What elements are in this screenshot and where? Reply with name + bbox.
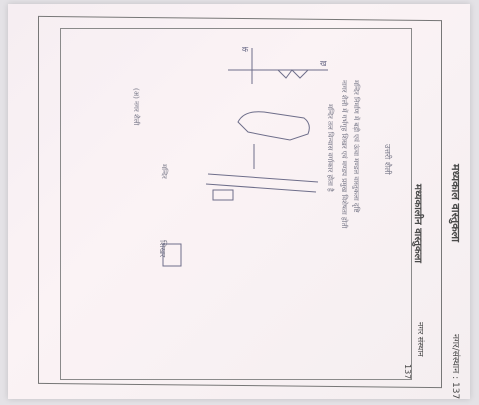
scanned-page: मध्यकाल वास्तुकला नगर/संस्थान : 137 मध्य… [8,4,470,399]
page-border-inner [60,28,412,380]
figure-label-2: ख [320,59,327,68]
temple-sketch: क ख [162,45,328,267]
figure-label-1: क [242,45,249,54]
